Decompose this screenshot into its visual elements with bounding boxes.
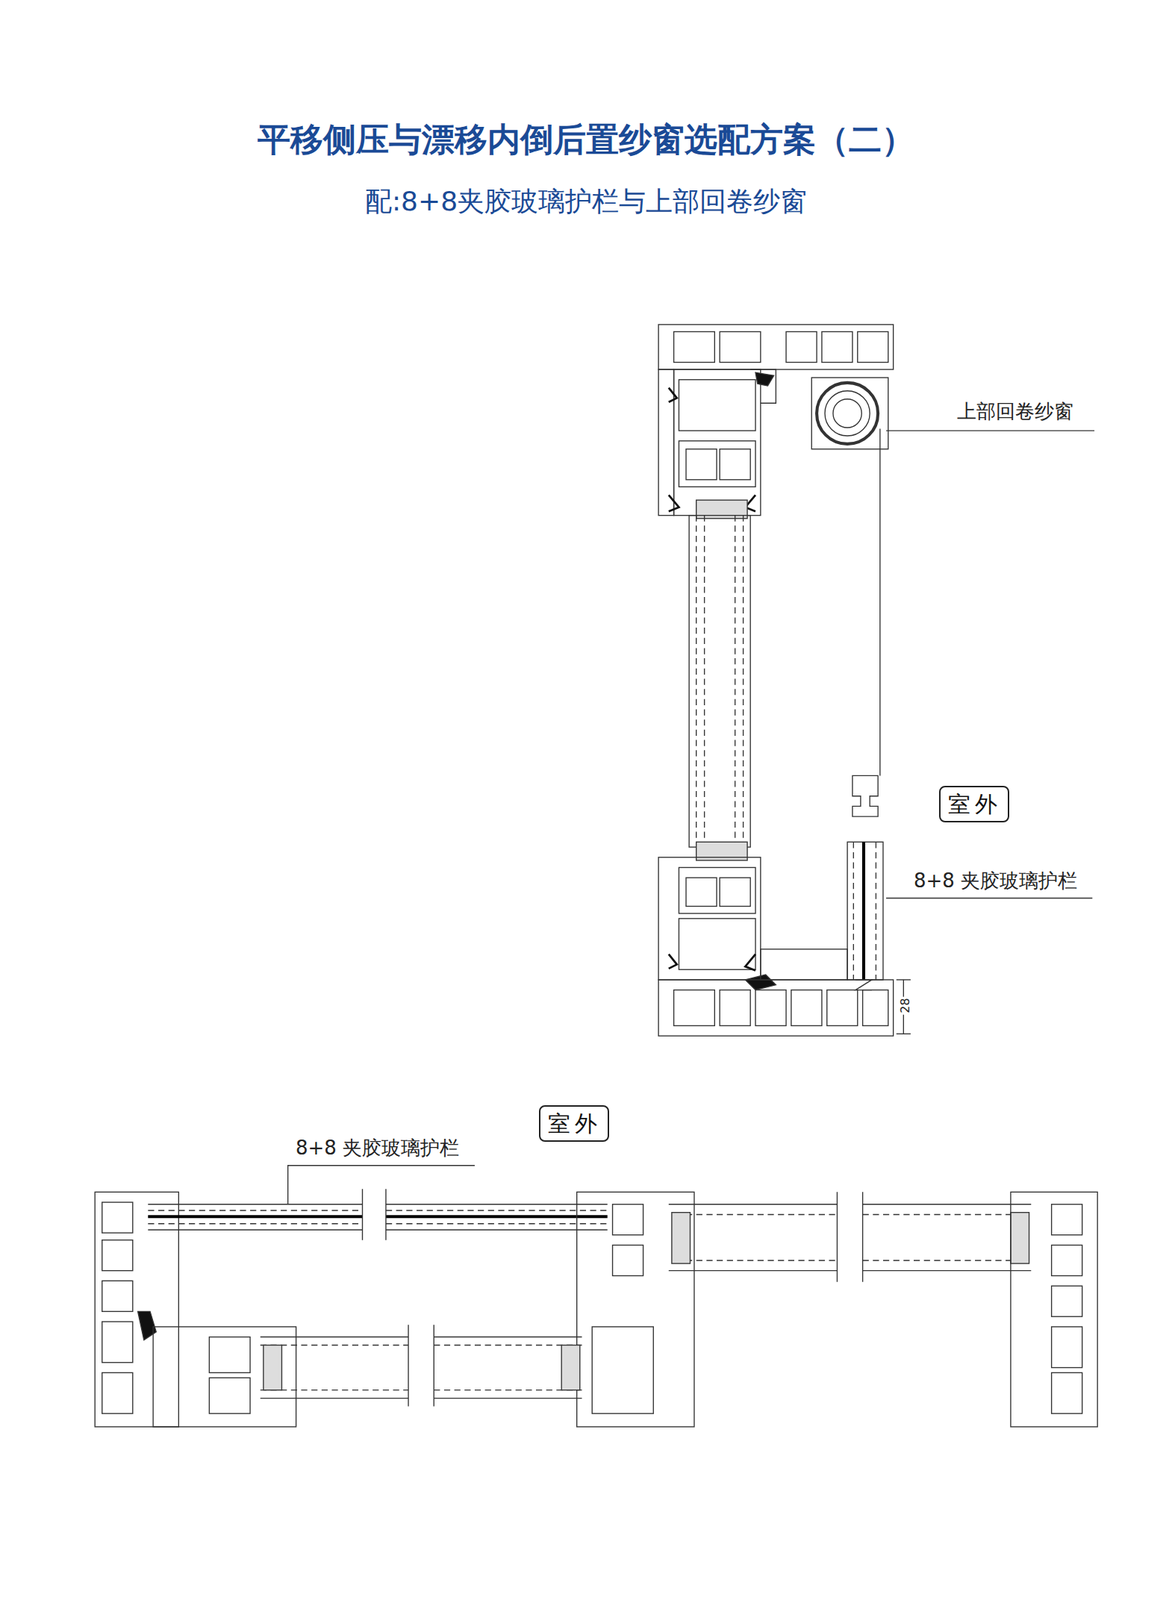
boxed-label: 室外 [939,786,1010,823]
node-text: 室外 [948,789,1001,821]
subtitle: 配:8+8夹胶玻璃护栏与上部回卷纱窗 [363,183,809,221]
node-text: 室外 [547,1109,601,1140]
part-label: 8+8 夹胶玻璃护栏 [912,868,1079,895]
dimension: 28 [897,996,912,1015]
horizontal-section [94,1166,1098,1428]
part-label: 上部回卷纱窗 [955,398,1075,425]
vertical-section [658,324,1095,1037]
boxed-label: 室外 [538,1105,610,1143]
page-title: 平移侧压与漂移内倒后置纱窗选配方案（二） [257,117,915,162]
part-label: 8+8 夹胶玻璃护栏 [294,1135,461,1162]
